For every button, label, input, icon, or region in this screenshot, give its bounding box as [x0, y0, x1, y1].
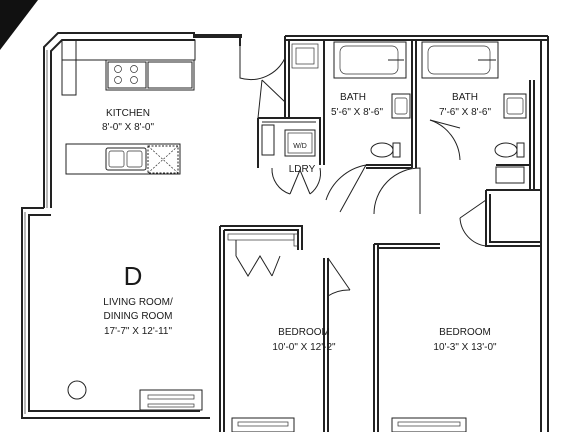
vanity-icon [391, 93, 411, 119]
sink-icon [105, 147, 147, 171]
bedroom2-label: BEDROOM [439, 327, 491, 338]
kitchen-label: KITCHEN [106, 108, 150, 119]
bathtub-icon [421, 41, 499, 79]
bedroom2-dims: 10'-3" X 13'-0" [433, 342, 497, 353]
bath1-label: BATH [340, 92, 366, 103]
bedroom1-dims: 10'-0" X 12'-2" [272, 342, 336, 353]
vanity-icon [503, 93, 527, 119]
dishwasher-icon [147, 145, 179, 174]
kitchen-fixtures [61, 39, 196, 175]
toilet-icon [494, 142, 518, 158]
living-label-line2: DINING ROOM [104, 311, 173, 322]
laundry-label: LDRY [289, 164, 316, 175]
kitchen-dims: 8'-0" X 8'-0" [102, 122, 155, 133]
bathtub-icon [333, 41, 407, 79]
stove-icon [107, 61, 147, 89]
interior-walls [219, 36, 541, 432]
bath2-label: BATH [452, 92, 478, 103]
column-marker [67, 380, 87, 400]
living-dims: 17'-7" X 12'-11" [104, 326, 172, 337]
doors [235, 46, 487, 297]
bedroom1-label: BEDROOM [278, 327, 330, 338]
windows [67, 380, 467, 432]
bath1-dims: 5'-6" X 8'-6" [331, 107, 384, 118]
bath2-dims: 7'-6" X 8'-6" [439, 107, 492, 118]
living-label-line1: LIVING ROOM/ [103, 297, 173, 308]
unit-letter: D [124, 261, 143, 291]
corner-marker [0, 0, 38, 50]
bath-fixtures [261, 93, 527, 158]
washer-dryer-label: W/D [293, 143, 307, 150]
bathtubs [291, 41, 499, 79]
washer-dryer-icon [284, 129, 316, 157]
toilet-icon [370, 142, 394, 158]
